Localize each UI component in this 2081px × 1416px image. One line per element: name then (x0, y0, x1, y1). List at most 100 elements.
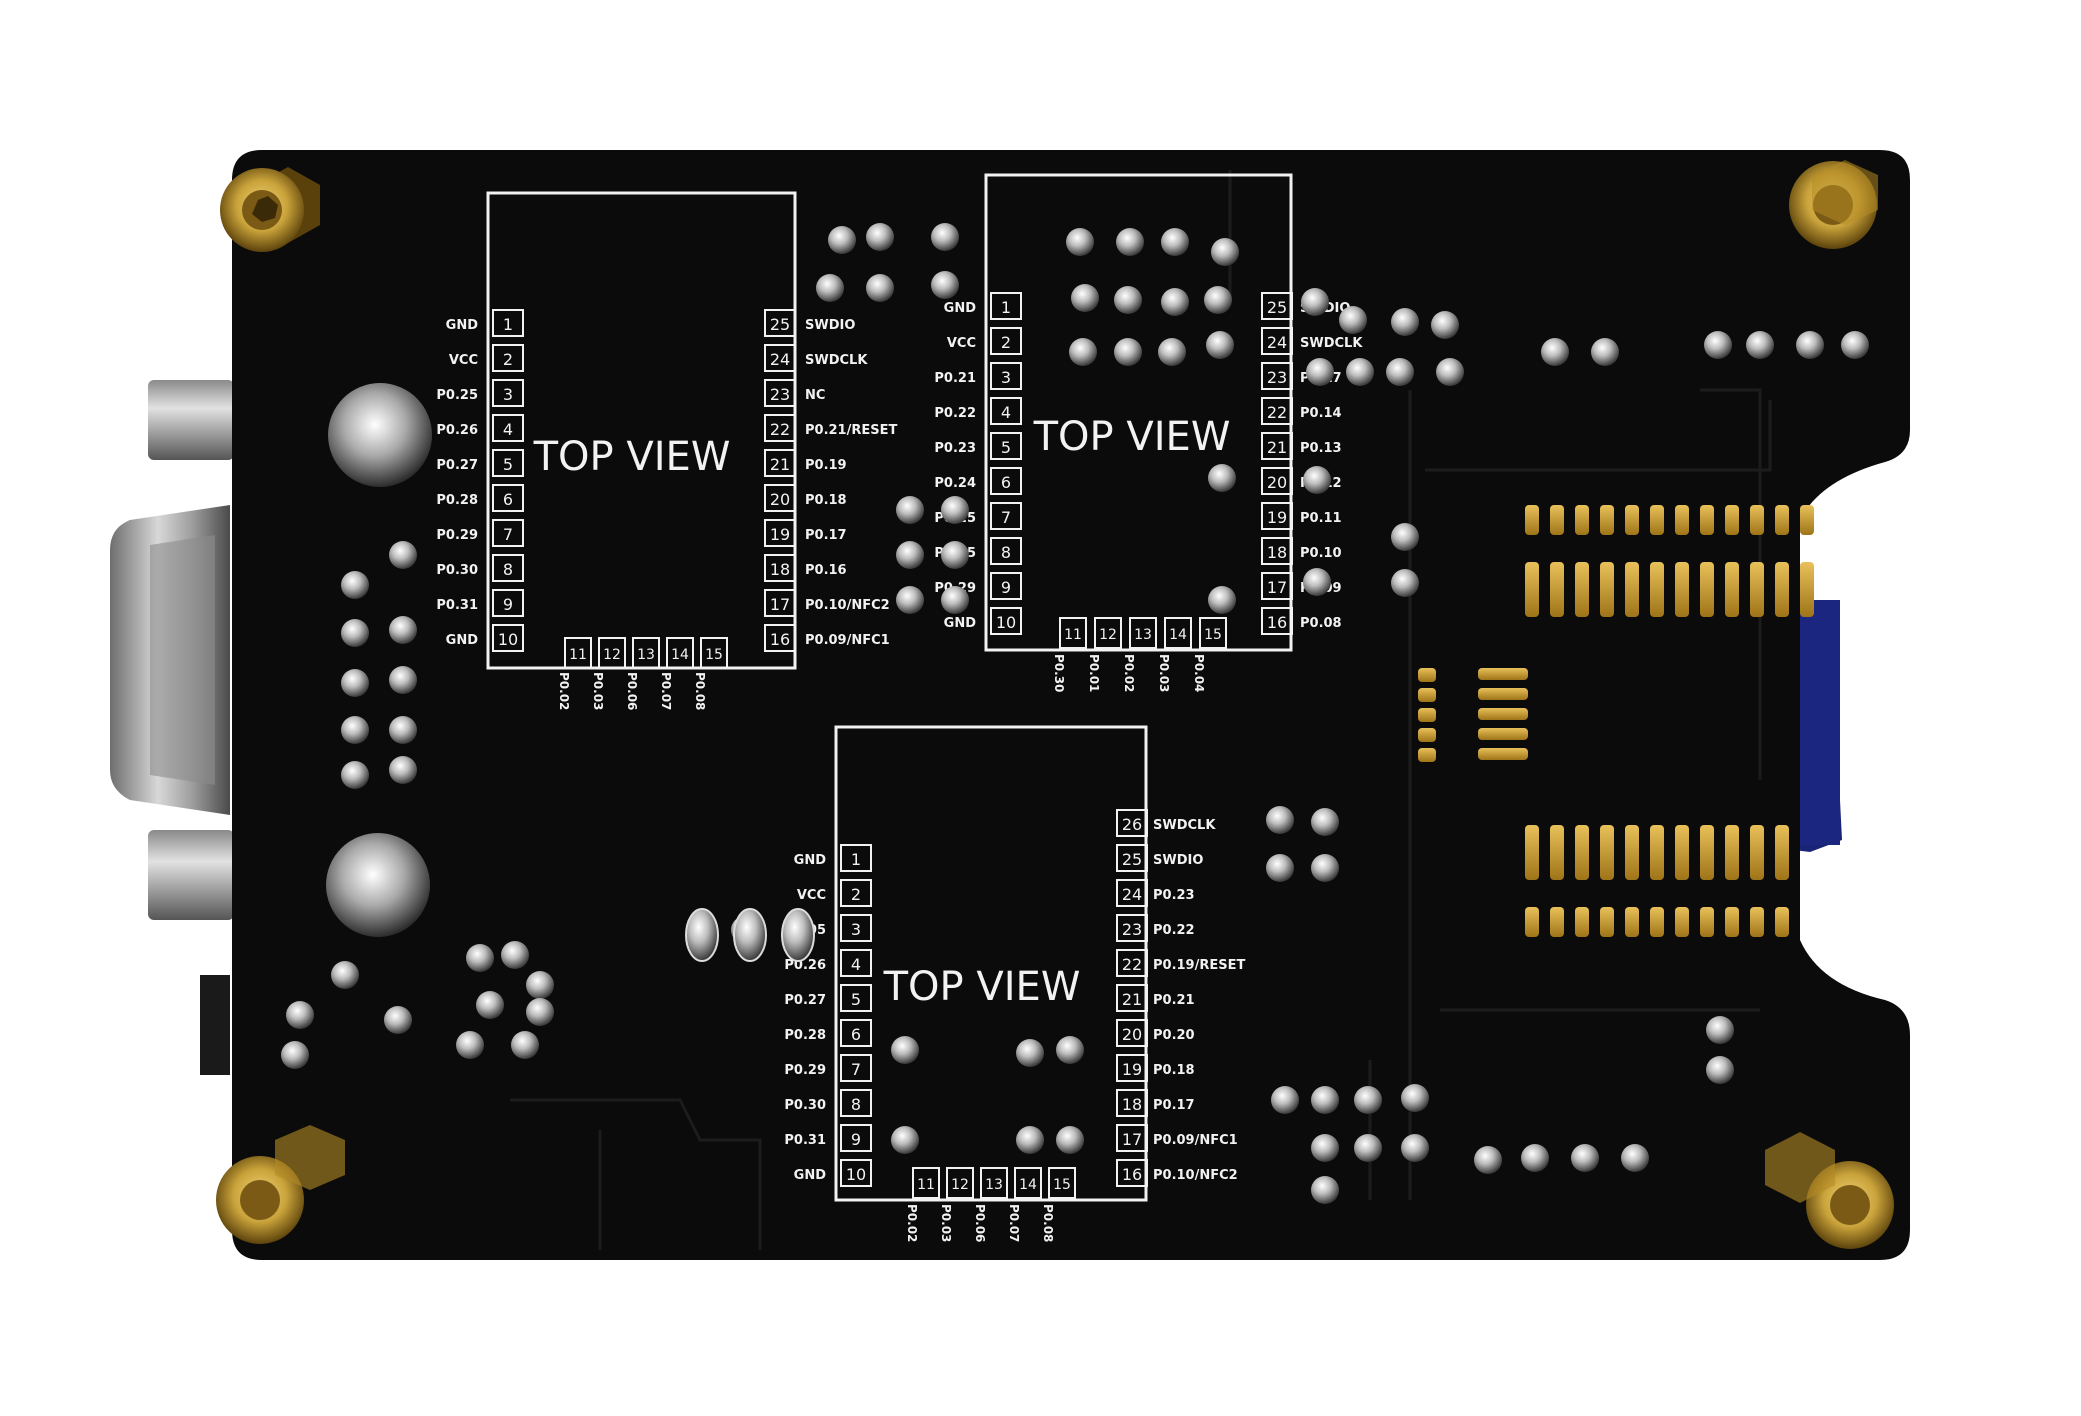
pin-pad-bottom (1094, 617, 1122, 649)
solder-joint (1306, 358, 1334, 386)
pin-number: 13 (1134, 627, 1152, 643)
pin-pad-right (1116, 879, 1148, 907)
pin-label-left: VCC (797, 888, 826, 903)
pin-pad-right (764, 414, 796, 442)
pin-label-right: NC (805, 388, 825, 403)
pin-label-left: P0.29 (436, 528, 478, 543)
solder-joint (1706, 1056, 1734, 1084)
pin-pad-right (1116, 1159, 1148, 1187)
solder-joint (341, 716, 369, 744)
pin-label-right: P0.21 (1153, 993, 1195, 1008)
pin-pad-right (1116, 1054, 1148, 1082)
gold-pad (1525, 562, 1539, 617)
pin-label-bottom: P0.07 (1007, 1204, 1021, 1242)
solder-joint (1521, 1144, 1549, 1172)
gold-pad (1750, 907, 1764, 937)
pin-number: 5 (1001, 438, 1011, 457)
pin-label-bottom: P0.03 (939, 1204, 953, 1242)
gold-pad (1700, 825, 1714, 880)
solder-joint (1401, 1134, 1429, 1162)
solder-joint (1303, 568, 1331, 596)
solder-joint (1114, 338, 1142, 366)
pin-number: 26 (1122, 815, 1142, 834)
solder-joint (1346, 358, 1374, 386)
solder-joint (1161, 228, 1189, 256)
gold-pad (1478, 708, 1528, 720)
pin-number: 24 (1267, 333, 1287, 352)
pin-label-left: GND (794, 1168, 827, 1183)
gold-pad (1725, 907, 1739, 937)
pin-number: 10 (498, 630, 518, 649)
solder-joint (1386, 358, 1414, 386)
pin-pad-right (1261, 397, 1293, 425)
pin-pad-right (1261, 537, 1293, 565)
solder-joint (1311, 1176, 1339, 1204)
gold-pad (1575, 562, 1589, 617)
pin-number: 9 (503, 595, 513, 614)
solder-joint (891, 1126, 919, 1154)
gold-pad (1550, 505, 1564, 535)
pin-label-right: P0.14 (1300, 406, 1342, 421)
solder-joint (866, 223, 894, 251)
brass-standoff-bottom-left (216, 1125, 345, 1244)
pin-label-right: P0.09/NFC1 (1153, 1133, 1238, 1148)
sd-card-pads (1418, 505, 1814, 937)
pin-pad-right (1116, 1019, 1148, 1047)
pin-pad-bottom (1199, 617, 1227, 649)
gold-pad (1650, 505, 1664, 535)
pin-number: 20 (770, 490, 790, 509)
pin-number: 11 (917, 1177, 935, 1193)
pin-label-right: P0.18 (805, 493, 847, 508)
pin-number: 25 (770, 315, 790, 334)
pin-pad-bottom (666, 637, 694, 669)
pin-number: 15 (1204, 627, 1222, 643)
pin-label-left: P0.23 (934, 441, 976, 456)
gold-pad (1600, 825, 1614, 880)
pin-label-right: P0.17 (805, 528, 847, 543)
pin-pad-left (492, 309, 524, 337)
pin-number: 7 (1001, 508, 1011, 527)
brass-standoff-top-left (220, 167, 320, 252)
solder-joint (931, 271, 959, 299)
solder-joint (389, 756, 417, 784)
solder-joint (1271, 1086, 1299, 1114)
gold-pad (1750, 562, 1764, 617)
pin-number: 19 (1122, 1060, 1142, 1079)
solder-joint (331, 961, 359, 989)
pin-label-left: P0.31 (436, 598, 478, 613)
pin-pad-right (1261, 467, 1293, 495)
db9-mount-solder-top (328, 383, 432, 487)
pin-number: 22 (1267, 403, 1287, 422)
pin-pad-right (1116, 984, 1148, 1012)
gold-pad (1650, 562, 1664, 617)
solder-joint (476, 991, 504, 1019)
pin-number: 21 (1267, 438, 1287, 457)
solder-joint (389, 616, 417, 644)
pin-label-right: P0.16 (805, 563, 847, 578)
gold-pad (1600, 505, 1614, 535)
pin-number: 18 (1267, 543, 1287, 562)
solder-joint (1066, 228, 1094, 256)
module-top-right: TOP VIEW1GND2VCC3P0.214P0.225P0.236P0.24… (934, 292, 1363, 692)
pin-pad-bottom (564, 637, 592, 669)
pin-label-left: VCC (449, 353, 478, 368)
solder-joint (1158, 338, 1186, 366)
pin-number: 21 (1122, 990, 1142, 1009)
pin-pad-left (840, 1159, 872, 1187)
pin-label-bottom: P0.06 (625, 672, 639, 710)
pin-label-right: P0.08 (1300, 616, 1342, 631)
solder-joint (1474, 1146, 1502, 1174)
gold-pad (1800, 562, 1814, 617)
pin-number: 23 (770, 385, 790, 404)
pin-label-right: P0.19/RESET (1153, 958, 1245, 973)
pin-number: 23 (1267, 368, 1287, 387)
solder-joint (1621, 1144, 1649, 1172)
solder-joint (286, 1001, 314, 1029)
solder-joint (1114, 286, 1142, 314)
pin-number: 10 (846, 1165, 866, 1184)
module-title: TOP VIEW (533, 434, 731, 480)
solder-joint (1056, 1036, 1084, 1064)
brass-standoff-bottom-right (1765, 1132, 1894, 1249)
solder-joint (1311, 1134, 1339, 1162)
pin-pad-right (764, 484, 796, 512)
